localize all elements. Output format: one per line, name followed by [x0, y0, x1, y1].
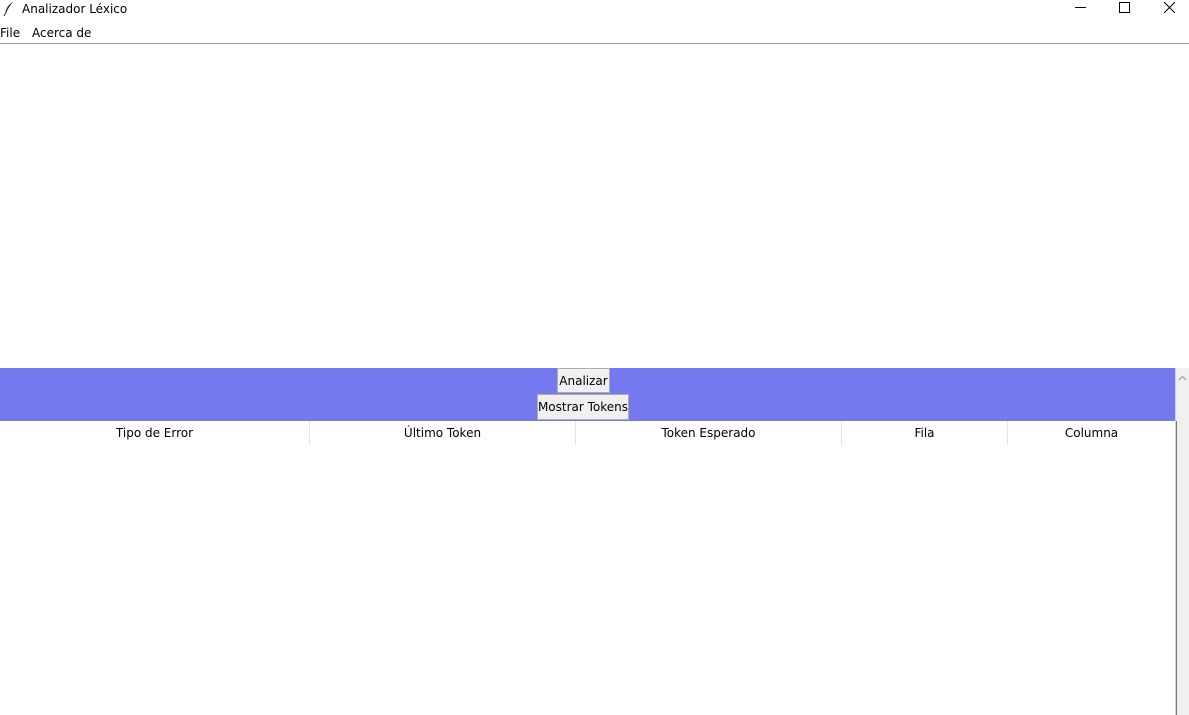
menu-acerca-de[interactable]: Acerca de	[32, 26, 92, 40]
feather-icon	[3, 1, 15, 17]
analizar-button[interactable]: Analizar	[557, 368, 610, 393]
scroll-track-edge	[1176, 421, 1177, 715]
menu-file[interactable]: File	[0, 26, 21, 40]
scroll-up-button[interactable]	[1176, 368, 1189, 385]
table-header: Tipo de Error Último Token Token Esperad…	[0, 421, 1175, 445]
column-header-fila[interactable]: Fila	[842, 421, 1008, 445]
maximize-icon	[1118, 2, 1130, 16]
title-bar: Analizador Léxico	[0, 0, 1189, 18]
menu-separator	[0, 43, 1189, 44]
column-header-tipo-de-error[interactable]: Tipo de Error	[0, 421, 310, 445]
errors-table[interactable]: Tipo de Error Último Token Token Esperad…	[0, 421, 1175, 715]
column-header-ultimo-token[interactable]: Último Token	[310, 421, 576, 445]
column-header-columna[interactable]: Columna	[1064, 426, 1119, 440]
vertical-scrollbar[interactable]	[1175, 368, 1189, 715]
action-bar: Analizar Mostrar Tokens	[0, 368, 1175, 421]
window-title: Analizador Léxico	[22, 2, 128, 16]
mostrar-tokens-button[interactable]: Mostrar Tokens	[537, 394, 629, 420]
minimize-icon	[1074, 2, 1086, 16]
close-icon	[1163, 1, 1175, 16]
close-button[interactable]	[1146, 0, 1189, 18]
maximize-button[interactable]	[1101, 0, 1147, 18]
column-header-token-esperado[interactable]: Token Esperado	[576, 421, 842, 445]
source-code-editor[interactable]	[0, 44, 1189, 368]
menu-bar: File Acerca de	[0, 24, 1189, 43]
minimize-button[interactable]	[1057, 0, 1103, 18]
chevron-up-icon	[1178, 370, 1187, 384]
scroll-thumb[interactable]	[1177, 385, 1188, 715]
